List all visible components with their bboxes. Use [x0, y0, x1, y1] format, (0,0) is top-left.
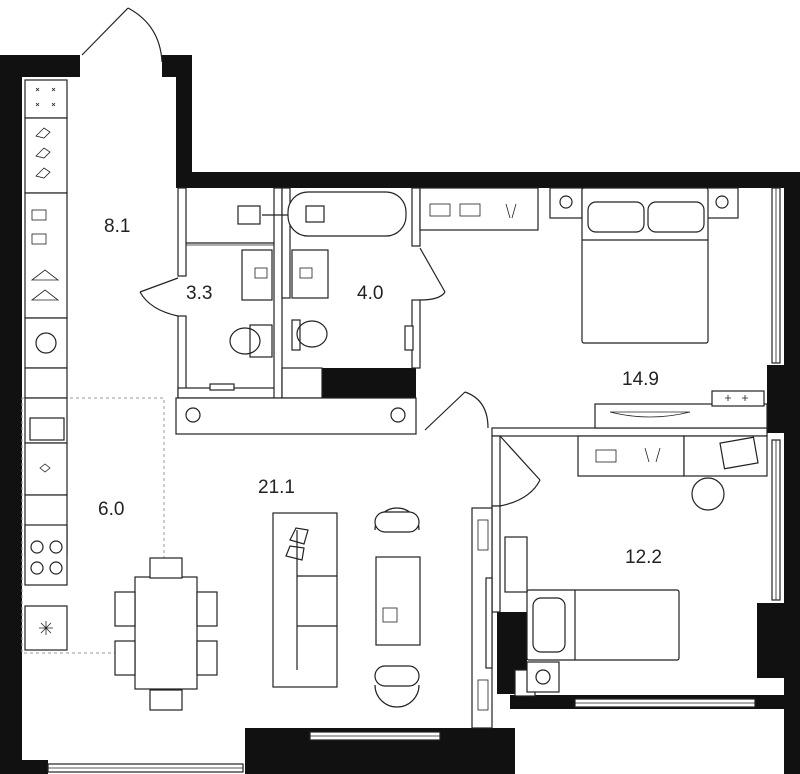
dining-set: [114, 557, 218, 711]
partitions: [175, 187, 768, 697]
bath-fixtures: [287, 191, 414, 351]
kitchen-units: [24, 397, 68, 651]
area-label-hall: 8.1: [104, 216, 130, 237]
windows: [47, 187, 781, 773]
hall-wardrobe: [21, 79, 165, 654]
area-labels: 8.1 3.3 4.0 14.9 21.1 6.0 12.2: [98, 216, 662, 568]
wc-fixtures: [209, 205, 310, 391]
doors: [81, 7, 541, 507]
area-label-bedroom1: 14.9: [622, 369, 659, 390]
bedroom2-furniture: [504, 435, 768, 693]
bedroom1-furniture: [419, 187, 768, 429]
area-label-wc: 3.3: [186, 283, 212, 304]
living-furniture: [185, 407, 493, 729]
area-label-living: 21.1: [258, 477, 295, 498]
area-label-bath: 4.0: [357, 283, 383, 304]
area-label-bedroom2: 12.2: [625, 547, 662, 568]
area-label-kitchen: 6.0: [98, 499, 124, 520]
